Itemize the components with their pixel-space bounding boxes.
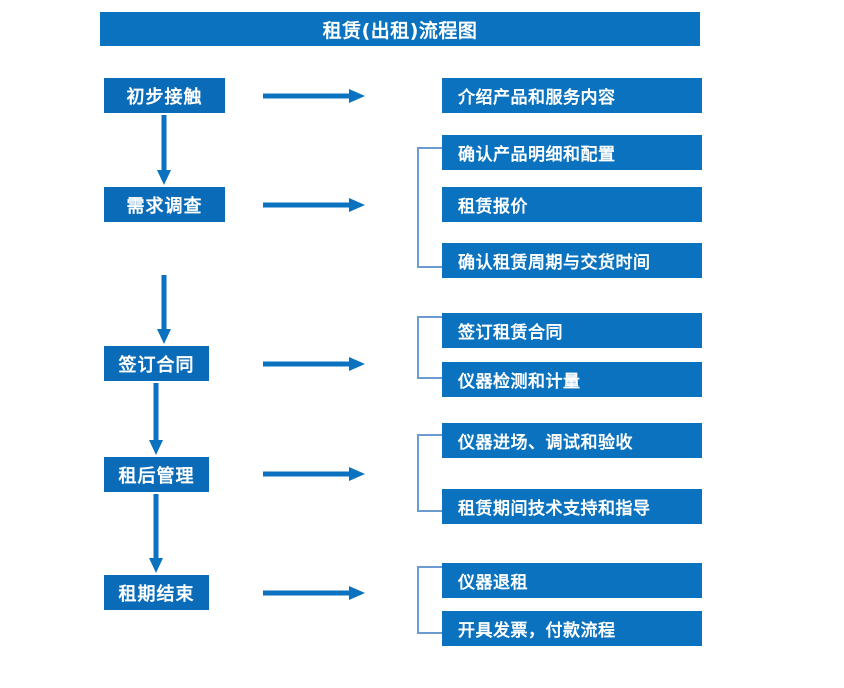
detail-box-10[interactable]: 开具发票，付款流程 [442, 611, 702, 646]
horizontal-arrow-4 [263, 466, 365, 481]
group-bracket-4 [417, 434, 442, 512]
detail-box-1[interactable]: 介绍产品和服务内容 [442, 78, 702, 113]
horizontal-arrow-3 [263, 356, 365, 371]
group-bracket-2 [417, 147, 442, 268]
stage-box-5[interactable]: 租期结束 [104, 575, 209, 610]
detail-box-4[interactable]: 确认租赁周期与交货时间 [442, 243, 702, 278]
detail-box-2[interactable]: 确认产品明细和配置 [442, 135, 702, 170]
stage-box-4[interactable]: 租后管理 [104, 457, 209, 492]
group-bracket-5 [417, 566, 442, 634]
detail-box-3[interactable]: 租赁报价 [442, 187, 702, 222]
detail-box-7[interactable]: 仪器进场、调试和验收 [442, 423, 702, 458]
detail-box-5[interactable]: 签订租赁合同 [442, 313, 702, 348]
vertical-arrow-3 [149, 383, 163, 455]
stage-box-2[interactable]: 需求调查 [104, 187, 225, 222]
page-title: 租赁(出租)流程图 [100, 12, 700, 46]
group-bracket-3 [417, 316, 442, 379]
stage-box-3[interactable]: 签订合同 [104, 346, 209, 381]
horizontal-arrow-2 [263, 197, 365, 212]
detail-box-6[interactable]: 仪器检测和计量 [442, 362, 702, 397]
vertical-arrow-1 [157, 115, 171, 185]
detail-box-9[interactable]: 仪器退租 [442, 563, 702, 598]
vertical-arrow-4 [149, 494, 163, 573]
horizontal-arrow-1 [263, 88, 365, 103]
detail-box-8[interactable]: 租赁期间技术支持和指导 [442, 489, 702, 524]
stage-box-1[interactable]: 初步接触 [104, 78, 225, 113]
vertical-arrow-2 [157, 275, 171, 344]
horizontal-arrow-5 [263, 585, 365, 600]
